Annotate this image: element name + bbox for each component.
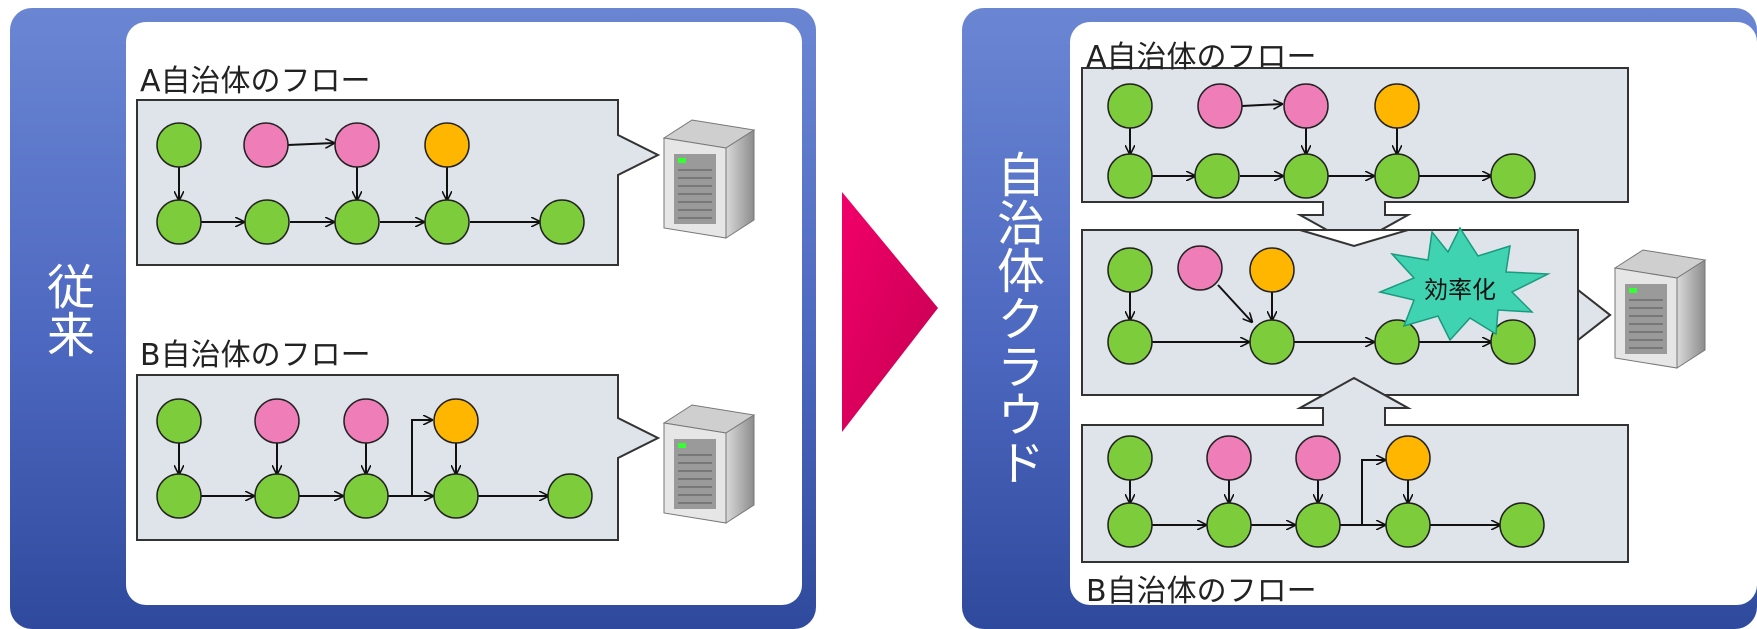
flow-a-edges-left <box>179 143 540 222</box>
flow-b-edges-right <box>1130 460 1500 525</box>
flow-a-title-right: A自治体のフロー <box>1086 40 1317 75</box>
flow-a-edges-right <box>1130 104 1491 176</box>
play-arrow-icon <box>842 192 938 432</box>
flow-b-nodes-right <box>1107 435 1545 548</box>
flow-a-box-right <box>1081 67 1629 247</box>
flow-b-edges-left <box>179 420 548 496</box>
flow-b-box-right <box>1081 376 1629 563</box>
flow-a-nodes-right <box>1107 83 1536 199</box>
flow-a-title-left: A自治体のフロー <box>140 64 371 99</box>
burst-label: 効率化 <box>1424 276 1496 304</box>
starburst-icon <box>1377 226 1551 342</box>
flow-b-title-left: B自治体のフロー <box>140 338 371 373</box>
server-icon-cloud <box>1614 249 1706 369</box>
flow-b-title-right: B自治体のフロー <box>1086 574 1317 609</box>
server-icon-b-left <box>663 404 755 524</box>
cloud-label: 自治体クラウド <box>988 150 1044 486</box>
flow-a-nodes-left <box>156 122 585 245</box>
flow-b-nodes-left <box>156 398 593 519</box>
flow-a-box-left <box>136 99 661 266</box>
conventional-label: 従来 <box>38 262 94 358</box>
merged-flow-edges <box>1130 284 1491 342</box>
merged-flow-nodes <box>1107 245 1536 365</box>
server-icon-a-left <box>663 119 755 239</box>
